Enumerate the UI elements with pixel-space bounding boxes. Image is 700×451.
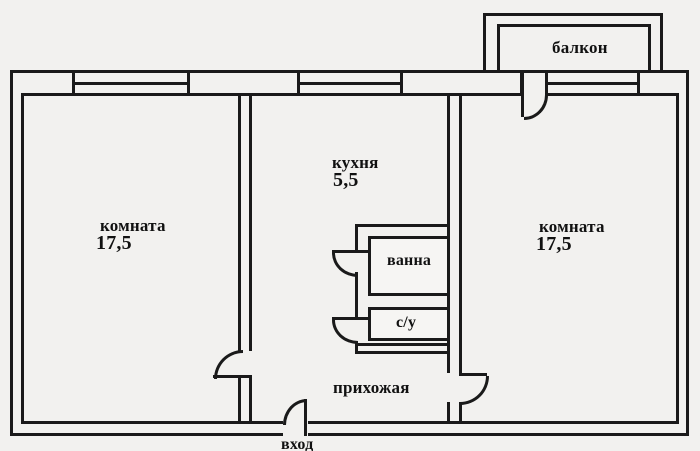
toilet-door-leaf [332,317,368,320]
balcony-outer-top [483,13,663,16]
balcony-outer-left [483,13,486,73]
inner-wall-top-left-segment [21,93,520,96]
window-kitchen-midline [297,82,403,85]
outer-wall-right [686,70,689,436]
wall-a-right-lower [249,378,252,424]
sanitary-block-left-wall-upper [355,224,358,250]
balcony-inner-right [648,24,651,73]
bathroom-label: ванна [387,252,432,269]
right-room-label: комната [539,217,605,236]
right-room-door-leaf [459,373,487,376]
window-left-midline [72,82,190,85]
sanitary-block-left-wall-middle [355,272,358,317]
bathroom-door-leaf [332,250,368,253]
balcony-label: балкон [552,38,608,57]
outer-wall-left [10,70,13,436]
balcony-outer-right [660,13,663,73]
inner-wall-top-right-segment [545,93,679,96]
outer-wall-top [10,70,689,73]
entrance-label: вход [281,436,314,451]
inner-wall-left [21,93,24,424]
wall-b-right-lower [459,402,462,424]
bathroom-outline [368,236,450,296]
inner-wall-bottom-left-segment [21,421,283,424]
toilet-label: с/у [396,314,417,331]
wall-a-left-upper [238,93,241,351]
sanitary-block-bottom-wall-outer [355,351,450,354]
sanitary-block-bottom-wall-inner [355,343,450,346]
right-room-area: 17,5 [536,233,572,255]
balcony-door-swing-arc [524,95,548,120]
wall-b-right-upper [459,93,462,373]
left-room-label: комната [100,216,166,235]
balcony-inner-left [497,24,500,73]
entrance-door-swing-arc [283,399,307,425]
toilet-door-swing-arc [332,320,358,344]
toilet-outline [368,307,450,341]
bathroom-door-swing-arc [332,253,358,277]
window-right-midline [545,82,640,85]
balcony-door-leaf [521,72,524,117]
hallway-label: прихожая [333,378,410,397]
wall-b-left-upper [447,93,450,373]
sanitary-block-top-wall [355,224,450,227]
left-room-door-swing-arc [214,350,243,379]
wall-a-right-upper [249,93,252,351]
kitchen-area: 5,5 [333,169,359,191]
outer-wall-bottom-right [308,433,689,436]
left-room-area: 17,5 [96,232,132,254]
wall-a-left-lower [238,378,241,424]
inner-wall-right [676,93,679,424]
inner-wall-bottom-right-segment [308,421,679,424]
balcony-inner-top [497,24,651,27]
sanitary-block-left-wall-lower [355,341,358,354]
kitchen-label: кухня [332,153,379,172]
outer-wall-bottom-left [10,433,283,436]
right-room-door-swing-arc [460,376,489,405]
wall-b-left-lower [447,402,450,424]
